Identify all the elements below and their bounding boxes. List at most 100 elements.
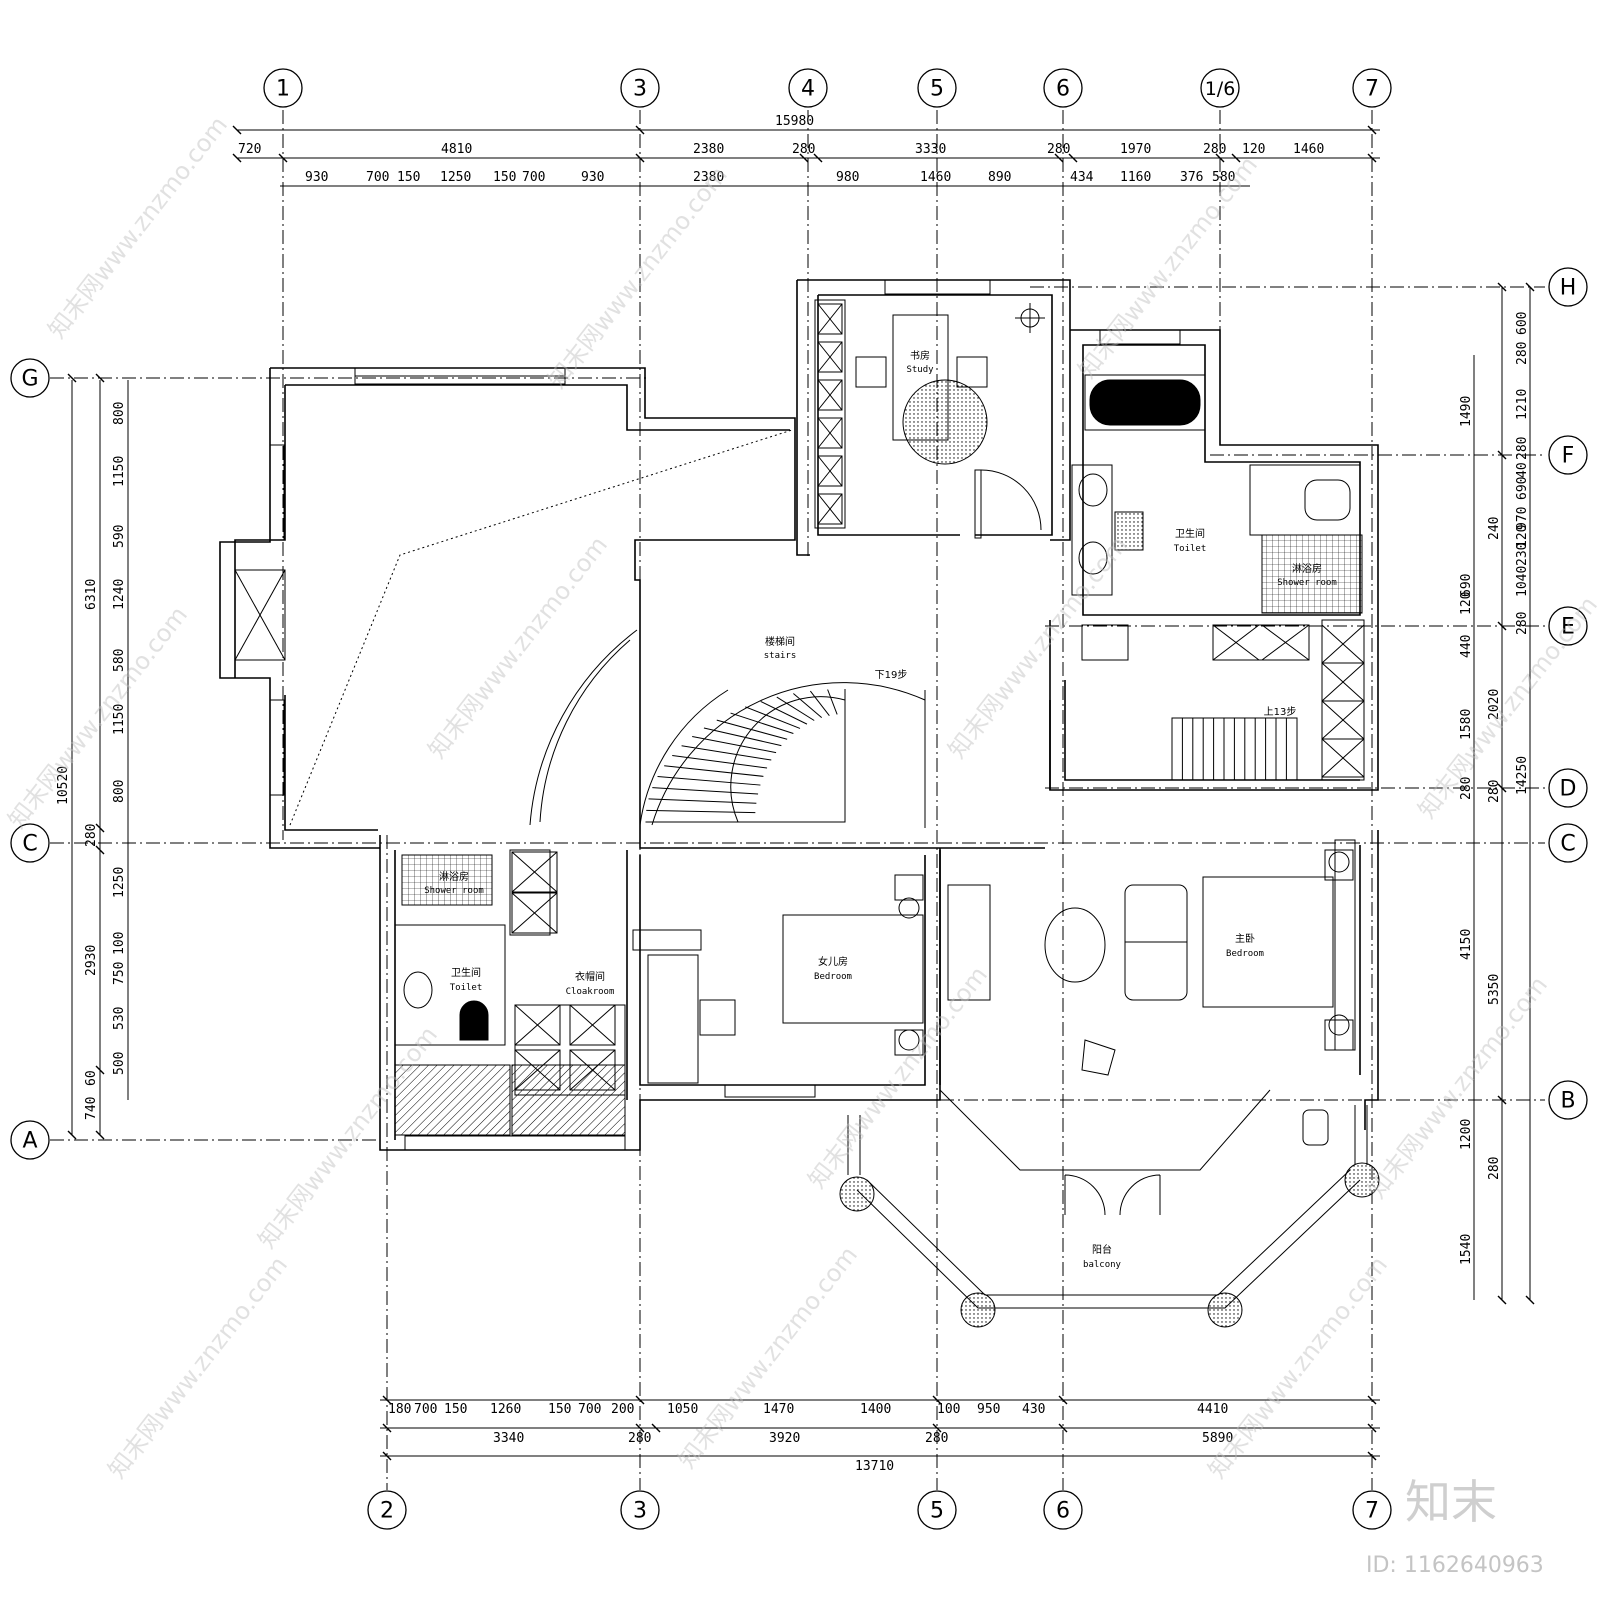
dimension-lines [67,125,1535,1461]
dim-right-mid: 280 [1487,1157,1502,1180]
room-label: 淋浴房 [439,870,469,883]
spiral-stair [529,629,926,828]
svg-text:3: 3 [633,77,647,102]
svg-text:知末网www.znzmo.com: 知末网www.znzmo.com [1203,1251,1393,1484]
svg-text:知末网www.znzmo.com: 知末网www.znzmo.com [103,1251,293,1484]
svg-text:知末网www.znzmo.com: 知末网www.znzmo.com [3,601,193,834]
room-label: 卫生间 [451,966,481,979]
dim-top-inner: 980 [836,170,859,185]
room-label-en: Cloakroom [566,987,615,997]
dim-top-inner: 930 [581,170,604,185]
dim-right-inner: 280 [1459,777,1474,800]
svg-text:B: B [1560,1089,1575,1114]
axis-bubble-top: 4 [788,68,828,108]
dim-left-mid: 740 [84,1097,99,1120]
walls [219,279,1379,1151]
svg-text:4: 4 [801,77,815,102]
dim-top-mid: 280 [792,142,815,157]
svg-text:知末网www.znzmo.com: 知末网www.znzmo.com [803,961,993,1194]
dim-bottom-inner: 4410 [1197,1402,1228,1417]
dim-right-inner: 280 [1515,612,1530,635]
dim-top-mid: 4810 [441,142,472,157]
svg-text:A: A [22,1129,37,1154]
axis-bubble-right: B [1548,1080,1588,1120]
room-label-en: Shower room [424,886,484,896]
dim-top-mid: 280 [1047,142,1070,157]
dim-top-total: 15980 [775,114,814,129]
dim-bottom-inner: 1470 [763,1402,794,1417]
dim-left-inner: 1250 [112,867,127,898]
dim-right-mid: 1200 [1459,1119,1474,1150]
dim-top-mid: 2380 [693,142,724,157]
room-label-en: balcony [1083,1260,1122,1270]
dim-bottom-inner: 430 [1022,1402,1045,1417]
dim-bottom-inner: 200 [611,1402,634,1417]
dim-right-mid: 1540 [1459,1234,1474,1265]
dim-top-inner: 150 [397,170,420,185]
svg-text:3: 3 [633,1499,647,1524]
room-label-en: Bedroom [814,972,852,982]
room-label-en: Toilet [1174,544,1207,554]
dim-right-inner: 440 [1459,635,1474,658]
svg-text:H: H [1560,276,1577,301]
dim-right-inner: 600 [1515,312,1530,335]
svg-text:5: 5 [930,1499,944,1524]
dim-right-inner: 230 [1515,543,1530,566]
dimension-labels: 15980 720 4810 2380 280 3330 280 1970 28… [56,114,1530,1474]
dim-top-mid: 1460 [1293,142,1324,157]
room-label-en: stairs [764,651,797,661]
axis-bubble-top: 3 [620,68,660,108]
svg-text:知末网www.znzmo.com: 知末网www.znzmo.com [423,531,613,764]
room-labels: 书房 Study 楼梯间 stairs 下19步 上13步 卫生间 Toilet… [424,349,1337,1270]
dim-bottom-inner: 150 [548,1402,571,1417]
dim-left-inner: 800 [112,780,127,803]
dim-right-inner: 280 [1515,342,1530,365]
dim-top-inner: 930 [305,170,328,185]
dim-right-inner: 40 [1515,462,1530,478]
svg-text:1: 1 [276,77,290,102]
dim-right-inner: 1580 [1459,709,1474,740]
dim-top-mid: 280 [1203,142,1226,157]
dim-top-inner: 434 [1070,170,1094,185]
svg-text:6: 6 [1056,1499,1070,1524]
dim-bottom-inner: 1260 [490,1402,521,1417]
balcony [839,1089,1380,1328]
dim-bottom-mid: 280 [925,1431,948,1446]
dim-top-inner: 150 [493,170,516,185]
dim-right-mid: 2020 [1487,689,1502,720]
axis-bubble-top: 5 [917,68,957,108]
axis-bubble-bottom: 6 [1043,1490,1083,1530]
dim-top-inner: 1460 [920,170,951,185]
dim-bottom-inner: 180 [388,1402,411,1417]
dim-right-mid: 1490 [1459,396,1474,427]
dim-left-inner: 1240 [112,579,127,610]
axis-bubble-right: E [1548,606,1588,646]
axis-bubble-bottom: 2 [367,1490,407,1530]
dim-left-mid: 2930 [84,945,99,976]
room-label: 楼梯间 [765,635,795,648]
axis-bubble-right: F [1548,435,1588,475]
dim-left-inner: 590 [112,525,127,548]
svg-text:知末网www.znzmo.com: 知末网www.znzmo.com [543,161,733,394]
svg-text:7: 7 [1365,1499,1379,1524]
axis-bubble-left: G [10,358,50,398]
study-furniture [814,299,1045,539]
svg-text:C: C [1560,832,1575,857]
axis-bubble-bottom: 5 [917,1490,957,1530]
dim-left-mid: 6310 [84,579,99,610]
dim-bottom-total: 13710 [855,1459,894,1474]
dim-bottom-inner: 1400 [860,1402,891,1417]
axis-bubble-top: 6 [1043,68,1083,108]
dim-left-inner: 800 [112,402,127,425]
straight-stair [1171,717,1298,781]
dim-right-inner: 970 [1515,507,1530,530]
axis-bubble-left: C [10,823,50,863]
bath-furniture-ne [1071,374,1365,781]
sw-furniture [394,849,924,1136]
dim-bottom-inner: 150 [444,1402,467,1417]
dim-top-inner: 890 [988,170,1011,185]
axis-bubble-top: 1/6 [1200,68,1240,108]
svg-text:C: C [22,832,37,857]
svg-text:F: F [1562,444,1575,469]
